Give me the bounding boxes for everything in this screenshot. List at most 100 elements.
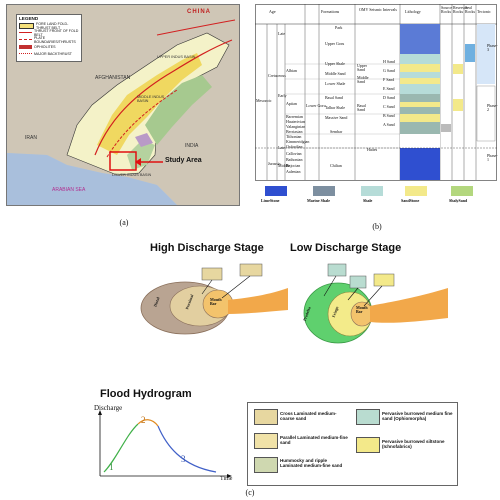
sand-unit: C Sand	[383, 104, 395, 109]
omv-upper-sand: Upper Sand	[357, 63, 367, 73]
study-area-arrow	[135, 158, 163, 166]
formation-middle-sand: Middle Sand	[325, 71, 346, 76]
sand-unit: H Sand	[383, 59, 395, 64]
formation-upper-goru: Upper Goru	[325, 41, 345, 46]
stage: Aptian	[286, 101, 297, 106]
lith-legend-item: ShalySand	[449, 198, 468, 203]
stage: Tithonian	[286, 134, 302, 139]
hydrograph-title: Flood Hydrogram	[100, 388, 192, 400]
formation-massive-sand: Massive Sand	[325, 115, 348, 120]
facies-label: Cross Laminated medium-coarse sand	[280, 411, 337, 421]
facies-swatch	[254, 409, 278, 425]
header-formations: Formations	[321, 9, 340, 14]
hydrograph-plot	[98, 410, 232, 478]
phase-label: Phase-3	[487, 43, 498, 53]
header-age: Age	[269, 9, 276, 14]
facies-label: Pervasive burrowed medium fine sand (Oph…	[382, 411, 453, 421]
map-legend: LEGEND FORE LAND FOLD-THRUST BELT THRUST…	[16, 14, 82, 62]
phase-label: Phase-1	[487, 153, 498, 163]
epoch-late: Late	[278, 31, 286, 36]
formation-chiltan: Chiltan	[330, 163, 342, 168]
facies-swatch	[356, 437, 380, 453]
formation-sembar: Sembar	[330, 129, 343, 134]
zone-mouth-bar-low: Mouth Bar	[356, 305, 368, 315]
hydro-point-1: 1	[109, 462, 114, 472]
era-mesozoic: Mesozoic	[256, 98, 272, 103]
stratigraphic-column: Age Formations OMV Seismic Intervals Lit…	[255, 4, 498, 220]
zone-mouth-bar: Mouth Bar	[210, 297, 222, 307]
high-discharge-title: High Discharge Stage	[150, 242, 264, 254]
facies-legend: Cross Laminated medium-coarse sand Paral…	[247, 402, 458, 486]
formation-lower-goru: Lower Goru	[306, 103, 326, 108]
label-china: CHINA	[187, 9, 211, 15]
low-discharge-diagram	[303, 263, 448, 344]
lith-legend-item: LimeStone	[261, 198, 280, 203]
stage: Oxfordian	[286, 144, 303, 149]
caption-b: (b)	[372, 222, 382, 231]
era-cretaceous: Cretaceous	[268, 73, 286, 78]
formation-park: Park	[335, 25, 343, 30]
stage: Hauterivian	[286, 119, 305, 124]
header-lithology: Lithology	[405, 9, 421, 14]
facies-swatch	[356, 409, 380, 425]
legend-item: MAJOR BACKTHRUST	[19, 50, 79, 57]
formation-upper-shale: Upper Shale	[325, 61, 345, 66]
header-seal: Seal Rocks	[465, 5, 475, 15]
stage: Kimmeridgian	[286, 139, 310, 144]
header-source: Source Rocks	[441, 5, 453, 15]
stage: Bathonian	[286, 157, 303, 162]
sand-unit: B Sand	[383, 113, 395, 118]
phase-label: Phase-2	[487, 103, 498, 113]
high-discharge-diagram	[140, 263, 288, 335]
lith-legend-item: Marine Shale	[307, 198, 330, 203]
omv-hattes: Hattes	[367, 147, 378, 152]
caption-a: (a)	[119, 218, 129, 227]
lith-legend-item: Shale	[363, 198, 373, 203]
legend-item: THRUST FRONT OF FOLD BELT	[19, 29, 79, 37]
epoch-early: Early	[278, 93, 287, 98]
label-india: INDIA	[185, 143, 199, 149]
sand-unit: E Sand	[383, 86, 395, 91]
legend-item: OPHIOLITES	[19, 43, 79, 50]
header-tectonic: Tectonic	[477, 9, 491, 14]
stage: Aalenian	[286, 169, 301, 174]
low-discharge-title: Low Discharge Stage	[290, 242, 402, 254]
facies-label: Parallel Laminated medium-fine sand	[280, 435, 348, 445]
hydro-point-3: 3	[181, 454, 186, 464]
label-upper-indus: UPPER INDUS BASIN	[157, 55, 196, 59]
caption-c: (c)	[245, 488, 255, 497]
era-jurassic: Jurassic	[268, 161, 281, 166]
stage: Callovian	[286, 151, 302, 156]
sand-unit: G Sand	[383, 68, 395, 73]
hydrograph-ylabel: Discharge	[94, 404, 123, 412]
header-reservoir: Reservoir Rocks	[453, 5, 469, 15]
legend-title: LEGEND	[19, 16, 39, 21]
facies-swatch	[254, 457, 278, 473]
stage: Albian	[286, 68, 297, 73]
facies-swatch	[254, 433, 278, 449]
sand-unit: A Sand	[383, 122, 395, 127]
study-area-label: Study Area	[165, 157, 202, 164]
hydrograph-xlabel: Time	[220, 476, 233, 482]
formation-lower-shale: Lower Shale	[325, 81, 346, 86]
label-iran: IRAN	[25, 135, 37, 141]
sand-unit: D Sand	[383, 95, 395, 100]
epoch-late-j: Late	[278, 145, 286, 150]
strat-grid	[255, 4, 497, 196]
stage: Bajocian	[286, 163, 301, 168]
stage: Berriasian	[286, 129, 303, 134]
facies-label: Hummocky and ripple Laminated medium-fin…	[280, 458, 343, 468]
formation-talhar-shale: Talhar Shale	[325, 105, 346, 110]
formation-basal-sand: Basal Sand	[325, 95, 343, 100]
label-arabian-sea: ARABIAN SEA	[52, 187, 86, 193]
legend-item: FORE LAND FOLD-THRUST BELT	[19, 22, 79, 30]
lith-legend-item: SandStone	[401, 198, 420, 203]
epoch-middle: Middle	[278, 163, 290, 168]
label-afghanistan: AFGHANISTAN	[95, 75, 131, 81]
omv-middle-sand: Middle Sand	[357, 75, 369, 85]
label-middle-indus: MIDDLE INDUS BASIN	[137, 95, 165, 103]
tectonic-map: LEGEND FORE LAND FOLD-THRUST BELT THRUST…	[6, 4, 240, 206]
facies-label: Pervasive burrowed siltstone (Ichnofabri…	[382, 439, 445, 449]
sand-unit: F Sand	[383, 77, 395, 82]
legend-item: PLATE BOUNDARIES/THRUSTS	[19, 36, 79, 44]
